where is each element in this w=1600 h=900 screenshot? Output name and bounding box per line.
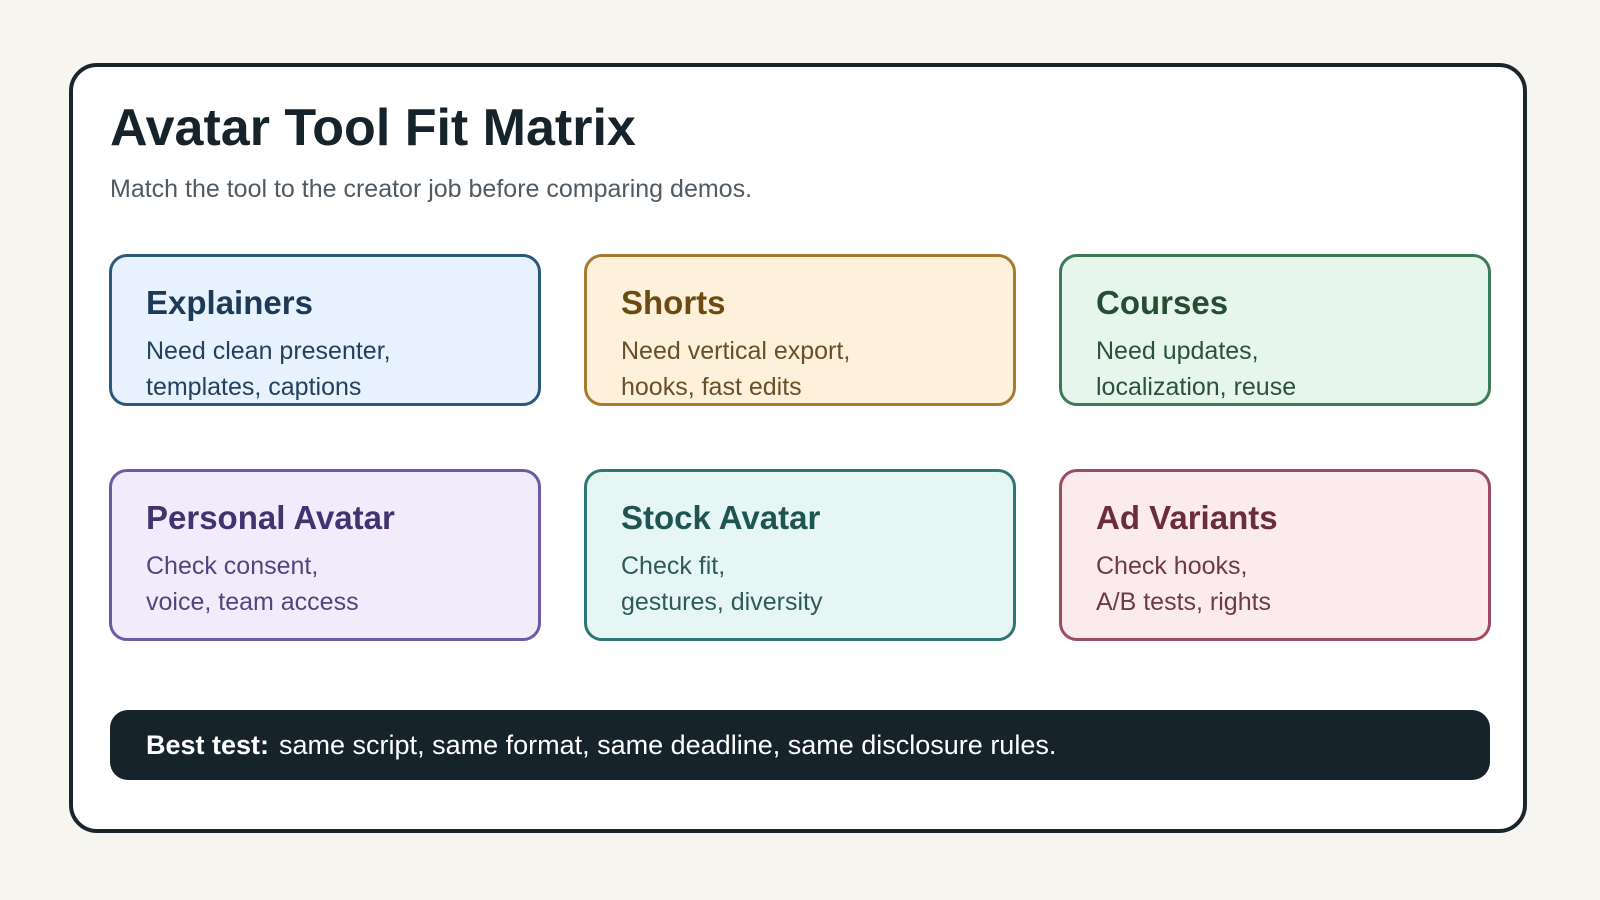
matrix-frame (69, 63, 1527, 833)
card-line: Need vertical export, (621, 337, 851, 365)
card-body: Check fit, gestures, diversity (621, 548, 1013, 620)
card-line: A/B tests, rights (1096, 588, 1272, 616)
card-body: Need updates, localization, reuse (1096, 333, 1488, 405)
card-title: Personal Avatar (146, 499, 395, 536)
card-line: Need clean presenter, (146, 337, 391, 365)
page-subtitle: Match the tool to the creator job before… (110, 175, 753, 203)
card-title: Ad Variants (1096, 499, 1278, 536)
card-personal-avatar: Personal Avatar Check consent, voice, te… (109, 469, 541, 641)
card-title: Explainers (146, 284, 313, 321)
card-stock-avatar: Stock Avatar Check fit, gestures, divers… (584, 469, 1016, 641)
card-body: Check consent, voice, team access (146, 548, 538, 620)
card-line: voice, team access (146, 588, 359, 616)
card-line: Check hooks, (1096, 552, 1248, 580)
card-explainers: Explainers Need clean presenter, templat… (109, 254, 541, 406)
card-title: Stock Avatar (621, 499, 821, 536)
best-test-text: same script, same format, same deadline,… (279, 729, 1057, 760)
card-courses: Courses Need updates, localization, reus… (1059, 254, 1491, 406)
card-line: Need updates, (1096, 337, 1259, 365)
card-line: gestures, diversity (621, 588, 823, 616)
card-shorts: Shorts Need vertical export, hooks, fast… (584, 254, 1016, 406)
card-body: Need clean presenter, templates, caption… (146, 333, 538, 405)
card-body: Check hooks, A/B tests, rights (1096, 548, 1488, 620)
card-line: templates, captions (146, 373, 362, 401)
best-test-banner: Best test: same script, same format, sam… (110, 710, 1490, 780)
page-title: Avatar Tool Fit Matrix (110, 99, 636, 157)
card-title: Courses (1096, 284, 1229, 321)
card-line: Check fit, (621, 552, 726, 580)
card-line: hooks, fast edits (621, 373, 802, 401)
card-title: Shorts (621, 284, 726, 321)
card-ad-variants: Ad Variants Check hooks, A/B tests, righ… (1059, 469, 1491, 641)
card-line: Check consent, (146, 552, 319, 580)
best-test-label: Best test: (146, 729, 270, 760)
card-line: localization, reuse (1096, 373, 1297, 401)
card-body: Need vertical export, hooks, fast edits (621, 333, 1013, 405)
